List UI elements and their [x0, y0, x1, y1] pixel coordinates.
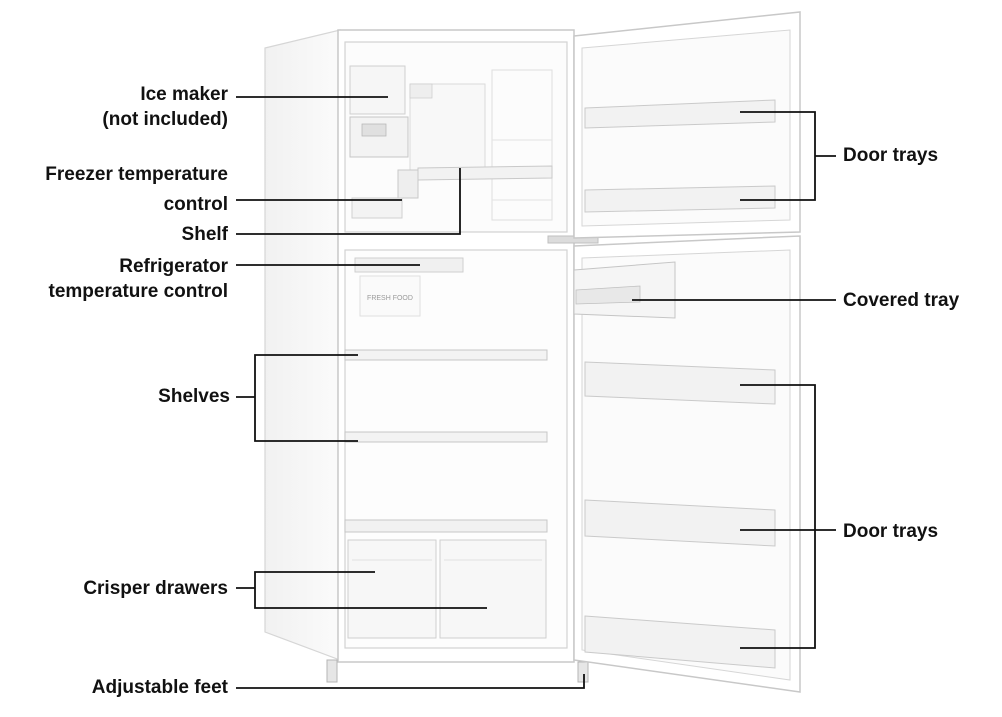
leader-shelf	[236, 168, 461, 235]
ice-maker	[349, 65, 486, 175]
label-freezer-temp-line2: control	[163, 194, 228, 215]
label-door-trays-top-text: Door trays	[843, 145, 939, 166]
middle-hinge	[547, 235, 599, 244]
freezer-shelf	[417, 165, 553, 181]
leader-door-trays-bottom-bracket	[740, 384, 816, 649]
crisper-cover	[344, 519, 548, 533]
crisper-drawer-left	[347, 539, 437, 639]
leader-crisper-bracket	[254, 571, 487, 609]
covered-tray	[573, 261, 676, 319]
fridge-panel-text: FRESH FOOD	[367, 295, 413, 302]
refrigerator-temperature-panel: FRESH FOOD	[354, 257, 464, 317]
leader-shelves-bracket	[254, 354, 358, 442]
freezer-door	[573, 11, 801, 239]
fridge-side-panel	[264, 29, 341, 661]
label-fridge-temp-line1: Refrigerator	[119, 256, 228, 277]
label-shelf: Shelf	[100, 222, 228, 247]
label-ice-maker-line1: Ice maker	[140, 84, 228, 105]
label-crisper-drawers: Crisper drawers	[30, 576, 228, 601]
label-crisper-text: Crisper drawers	[83, 578, 228, 599]
label-freezer-temp-line1: Freezer temperature	[45, 164, 228, 185]
freezer-temperature-control	[351, 169, 419, 219]
label-refrigerator-temperature-control: Refrigerator temperature control	[6, 254, 228, 304]
label-adjustable-feet: Adjustable feet	[30, 675, 228, 700]
label-ice-maker-line2: (not included)	[102, 109, 228, 130]
label-shelf-text: Shelf	[181, 224, 228, 245]
label-door-trays-bottom: Door trays	[843, 519, 983, 544]
leader-lines	[236, 96, 836, 689]
label-fridge-temp-line2: temperature control	[48, 281, 228, 302]
label-shelves-text: Shelves	[158, 386, 230, 407]
label-shelves: Shelves	[100, 384, 230, 409]
label-ice-maker: Ice maker (not included)	[60, 82, 228, 132]
fridge-shelf-lower	[344, 431, 548, 443]
label-covered-tray: Covered tray	[843, 288, 993, 313]
fridge-shelf-upper	[344, 349, 548, 361]
label-door-trays-top: Door trays	[843, 143, 983, 168]
leader-feet	[236, 674, 585, 689]
label-feet-text: Adjustable feet	[91, 677, 228, 698]
label-door-trays-bottom-text: Door trays	[843, 521, 939, 542]
fridge-door	[573, 235, 801, 693]
label-covered-tray-text: Covered tray	[843, 290, 960, 311]
label-freezer-temperature-control: Freezer temperature control	[6, 160, 228, 220]
crisper-drawer-right	[439, 539, 547, 639]
adjustable-feet	[326, 659, 589, 683]
